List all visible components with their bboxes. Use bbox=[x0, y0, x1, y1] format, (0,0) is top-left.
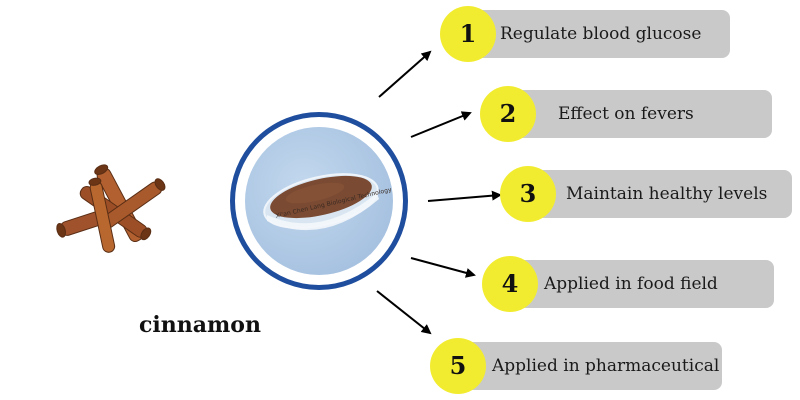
arrow-2 bbox=[410, 111, 472, 138]
arrow-1 bbox=[378, 50, 432, 98]
benefit-badge-1: 1 bbox=[440, 6, 496, 62]
benefit-badge-2: 2 bbox=[480, 86, 536, 142]
benefit-pill-5: Applied in pharmaceutical bbox=[456, 342, 722, 390]
cinnamon-caption: cinnamon bbox=[139, 312, 261, 338]
benefit-text-4: Applied in food field bbox=[544, 274, 718, 294]
benefit-pill-1: Regulate blood glucose bbox=[466, 10, 730, 58]
benefit-badge-5: 5 bbox=[430, 338, 486, 394]
arrow-4 bbox=[410, 257, 476, 278]
benefit-badge-3: 3 bbox=[500, 166, 556, 222]
benefit-badge-4: 4 bbox=[482, 256, 538, 312]
powder-dish-photo: Xi'an Chen Lang Biological Technology Co… bbox=[245, 127, 393, 275]
center-powder-image: Xi'an Chen Lang Biological Technology Co… bbox=[230, 112, 408, 290]
benefit-text-2: Effect on fevers bbox=[558, 104, 694, 124]
arrow-5 bbox=[376, 290, 432, 335]
benefit-text-3: Maintain healthy levels bbox=[566, 184, 768, 204]
benefit-pill-4: Applied in food field bbox=[508, 260, 774, 308]
benefit-text-5: Applied in pharmaceutical bbox=[492, 356, 720, 376]
benefit-text-1: Regulate blood glucose bbox=[500, 24, 702, 44]
cinnamon-sticks-image bbox=[56, 164, 166, 253]
arrow-3 bbox=[427, 190, 502, 202]
benefit-pill-3: Maintain healthy levels bbox=[526, 170, 792, 218]
powder-dish-icon bbox=[263, 173, 379, 231]
benefit-pill-2: Effect on fevers bbox=[506, 90, 772, 138]
